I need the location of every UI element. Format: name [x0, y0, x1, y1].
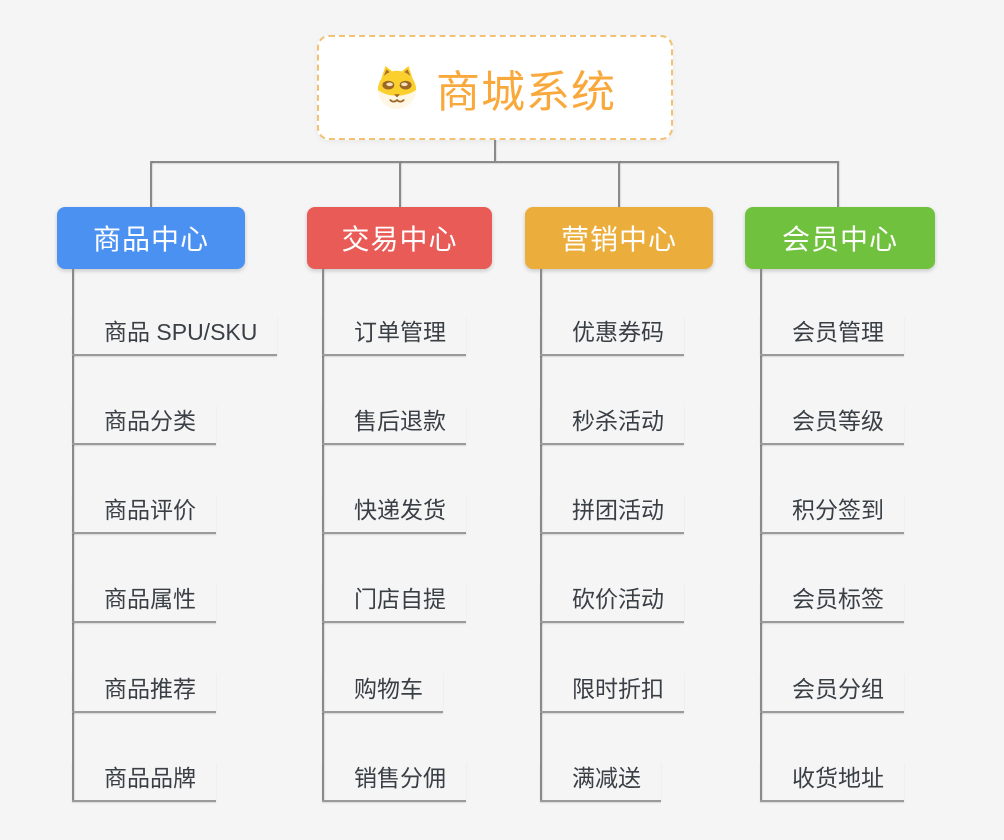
leaf-member-tag[interactable]: 会员标签 — [760, 583, 904, 623]
leaf-member-level[interactable]: 会员等级 — [760, 405, 904, 445]
leaf-order-management[interactable]: 订单管理 — [322, 316, 466, 356]
spine-marketing — [540, 269, 542, 800]
leaf-bargain-activity[interactable]: 砍价活动 — [540, 583, 684, 623]
leaf-product-review[interactable]: 商品评价 — [72, 494, 216, 534]
leaf-product-brand[interactable]: 商品品牌 — [72, 762, 216, 802]
leaf-product-spu-sku[interactable]: 商品 SPU/SKU — [72, 316, 278, 356]
leaf-product-recommend[interactable]: 商品推荐 — [72, 673, 216, 713]
connector-root-drop — [494, 140, 496, 163]
shiba-dog-icon — [377, 65, 417, 109]
leaf-product-attribute[interactable]: 商品属性 — [72, 583, 216, 623]
connector-leg-trade — [399, 161, 401, 207]
leaf-limited-time-discount[interactable]: 限时折扣 — [540, 673, 684, 713]
branch-product-center[interactable]: 商品中心 — [57, 207, 245, 269]
leaf-flash-sale[interactable]: 秒杀活动 — [540, 405, 684, 445]
leaf-shopping-cart[interactable]: 购物车 — [322, 673, 443, 713]
leaf-product-category[interactable]: 商品分类 — [72, 405, 216, 445]
leaf-sales-commission[interactable]: 销售分佣 — [322, 762, 466, 802]
leaf-points-checkin[interactable]: 积分签到 — [760, 494, 904, 534]
connector-leg-product — [150, 161, 152, 207]
root-title: 商城系统 — [436, 67, 616, 117]
spine-member — [760, 269, 762, 800]
branch-marketing-center[interactable]: 营销中心 — [525, 207, 713, 269]
branch-trade-center[interactable]: 交易中心 — [307, 207, 492, 269]
leaf-store-pickup[interactable]: 门店自提 — [322, 583, 466, 623]
leaf-coupon-code[interactable]: 优惠券码 — [540, 316, 684, 356]
leaf-aftersale-refund[interactable]: 售后退款 — [322, 405, 466, 445]
branch-member-center[interactable]: 会员中心 — [745, 207, 935, 269]
connector-bus — [150, 161, 839, 163]
leaf-express-delivery[interactable]: 快递发货 — [322, 494, 466, 534]
leaf-group-buy[interactable]: 拼团活动 — [540, 494, 684, 534]
connector-leg-member — [837, 161, 839, 207]
leaf-shipping-address[interactable]: 收货地址 — [760, 762, 904, 802]
spine-trade — [322, 269, 324, 800]
root-node-mall-system[interactable]: 商城系统 — [317, 35, 673, 140]
spine-product — [72, 269, 74, 800]
leaf-spend-save[interactable]: 满减送 — [540, 762, 661, 802]
leaf-member-group[interactable]: 会员分组 — [760, 673, 904, 713]
leaf-member-management[interactable]: 会员管理 — [760, 316, 904, 356]
connector-leg-marketing — [618, 161, 620, 207]
